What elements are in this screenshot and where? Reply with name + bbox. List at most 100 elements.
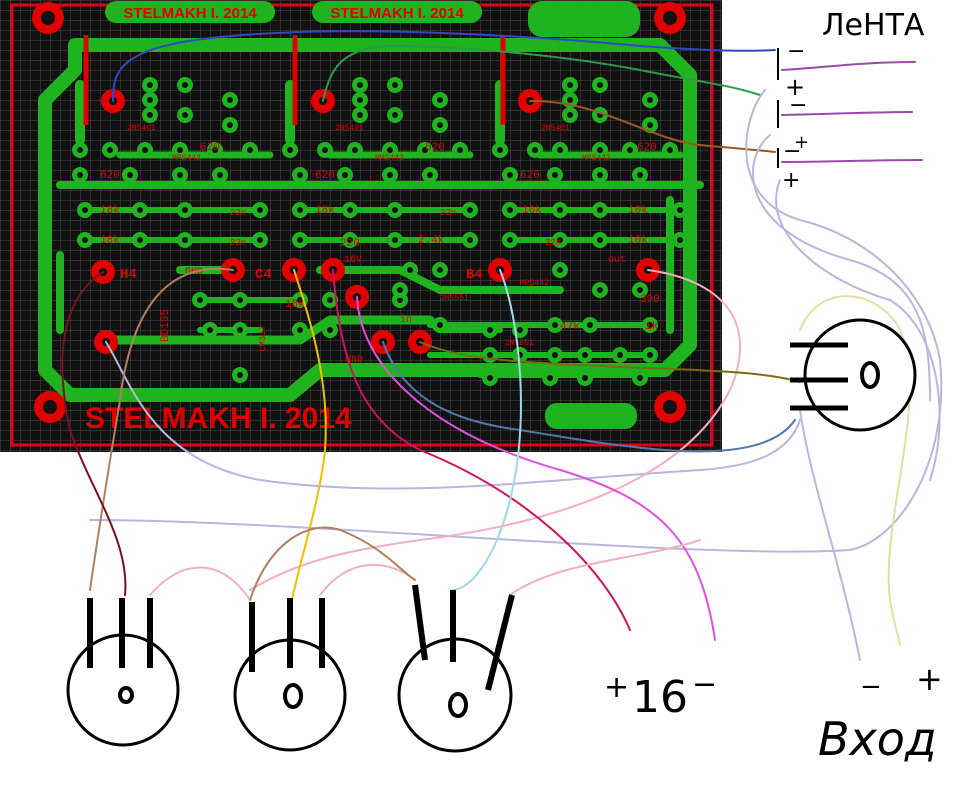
label-r18k-3: 18k [315,205,335,217]
input-jack-symbol [790,318,917,432]
pad-hole [487,327,493,333]
input-label: Вход [818,712,937,766]
label-16v: 16V [344,255,362,266]
label-lm317: LM317 [258,325,268,352]
pad-hole [647,322,653,328]
tape-label: ЛеНТА [822,8,925,43]
pad-hole [127,172,133,178]
pad-hole [567,82,573,88]
pad-hole [437,122,443,128]
pad-hole [567,112,573,118]
wire-tan-2 [249,526,416,601]
pad-hole [467,207,473,213]
pad-hole [322,147,328,153]
label-2n5401-2: 2N5401 [335,124,364,133]
pad-hole [627,147,633,153]
pad-hole [582,352,588,358]
label-diode-1: MPS442 [172,154,201,163]
pad-hole [597,207,603,213]
pad-hole [547,375,553,381]
pad-hole [557,267,563,273]
wire-pink-4 [509,539,701,596]
label-r1k: 1k [645,321,659,333]
pad-hole [617,352,623,358]
pad-hole [422,147,428,153]
tape-plus-1: + [785,73,805,101]
label-2n5551-2: 2N5551 [505,339,534,348]
pad-hole [297,327,303,333]
label-r10k-1: 10k [628,205,648,217]
pad-hole [532,147,538,153]
label-r10k-3: 10k [522,205,542,217]
wire-input-plus [799,295,911,646]
pad-hole [137,207,143,213]
power-value: 16 [632,672,688,723]
label-c22n-1: 22n [230,208,246,218]
pad-hole [552,322,558,328]
title-banner-1: STELMAKH I. 2014 [105,1,275,23]
pad-hole [392,112,398,118]
pad-hole [557,237,563,243]
pad-hole [437,97,443,103]
pad-hole [427,172,433,178]
tape-plus-3: + [782,168,800,193]
wire-pink-1 [249,269,741,591]
wire-tape-minus-3 [529,99,776,153]
silkscreen-labels: H4 GND C4 B4 16V GND in out 620 620 620 … [100,124,660,366]
pad-hole [582,375,588,381]
external-wires [61,30,943,661]
pad-hole [567,97,573,103]
pad-hole [177,172,183,178]
pad-hole [77,172,83,178]
pad-hole [182,237,188,243]
pad-hole [237,327,243,333]
tape-minus-2: − [789,93,807,118]
pad-hole [147,97,153,103]
wire-power-minus [356,296,716,641]
label-r620-6: 620 [637,142,657,154]
pad-hole [507,207,513,213]
pad-hole [392,237,398,243]
mounting-holes [32,2,686,423]
title-banner-2: STELMAKH I. 2014 [312,1,482,23]
board-title-bottom: STELMAKH I. 2014 [85,402,352,435]
pad-hole [407,267,413,273]
tape-minus-1: − [787,39,805,64]
wire-darkred [61,271,127,596]
pad-hole [487,375,493,381]
pad-hole [182,112,188,118]
pad-hole [597,147,603,153]
label-c22n-3: 22n [440,208,456,218]
pad-hole [297,207,303,213]
label-r18k-4: 18k [285,299,305,311]
label-r620-3: 620 [520,170,540,182]
pad-hole [437,267,443,273]
input-plus: + [916,660,943,698]
label-2n5551-1: 2N5551 [440,294,469,303]
wire-steel [382,341,796,453]
label-r620-5: 620 [425,142,445,154]
pad-hole [197,297,203,303]
pad-hole [597,237,603,243]
label-r10k-2: 10k [628,235,648,247]
label-diode-2: MPS442 [375,154,404,163]
pad-hole [107,147,113,153]
wire-power-plus [332,269,631,631]
potentiometer-3 [397,584,515,753]
label-2n5401-3: 2N5401 [541,124,570,133]
label-in: in [400,314,412,326]
pad-hole [552,172,558,178]
pad-hole [637,287,643,293]
potentiometer-2 [233,598,347,752]
wire-pink-2 [149,566,251,601]
pad-hole [507,172,513,178]
pad-hole [437,322,443,328]
pad-hole [82,237,88,243]
pad-hole [637,172,643,178]
label-diode-4: MPS442 [520,279,549,288]
component-pads [72,77,688,386]
pad-hole [597,287,603,293]
pad-hole [137,237,143,243]
label-gnd-bottom: GND [345,355,363,366]
pad-hole [352,147,358,153]
